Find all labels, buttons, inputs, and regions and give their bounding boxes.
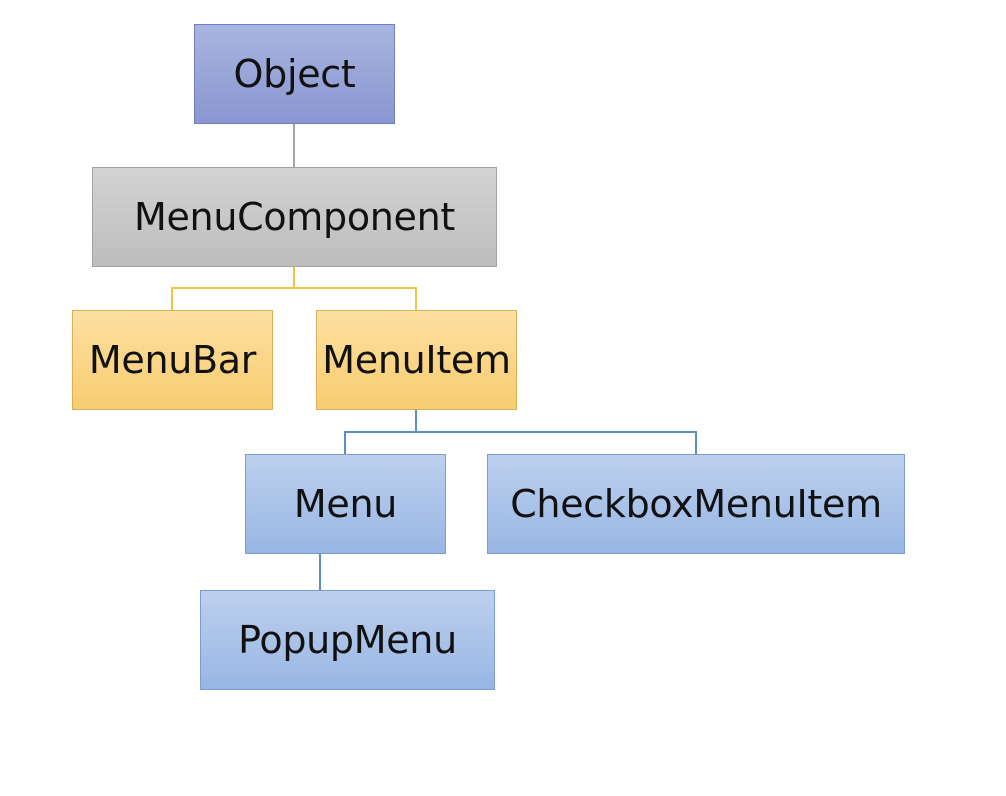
node-menu-item: MenuItem <box>316 310 517 410</box>
node-menu-component: MenuComponent <box>92 167 497 267</box>
node-popup-menu: PopupMenu <box>200 590 495 690</box>
node-object-label: Object <box>233 52 356 96</box>
node-menu-bar-label: MenuBar <box>88 338 257 382</box>
connector-menuitem-menu-checkbox <box>344 431 697 454</box>
node-menu-bar: MenuBar <box>72 310 273 410</box>
node-checkbox-menu-item-label: CheckboxMenuItem <box>510 482 882 526</box>
node-menu-label: Menu <box>293 482 398 526</box>
node-checkbox-menu-item: CheckboxMenuItem <box>487 454 905 554</box>
node-object: Object <box>194 24 395 124</box>
node-menu-item-label: MenuItem <box>322 338 511 382</box>
node-menu-component-label: MenuComponent <box>133 195 456 239</box>
connector-menucomponent-menubar <box>171 287 417 310</box>
node-popup-menu-label: PopupMenu <box>238 618 457 662</box>
node-menu: Menu <box>245 454 446 554</box>
